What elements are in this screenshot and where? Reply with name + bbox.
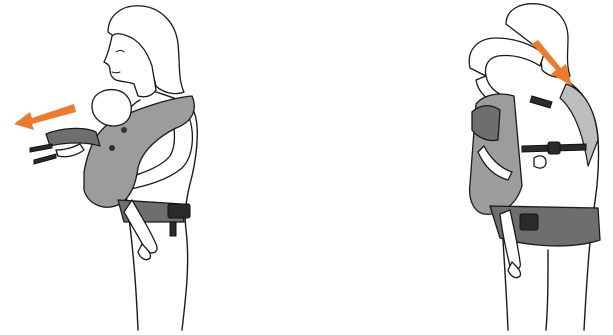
buckle-right (520, 214, 538, 230)
strap-end-right (530, 96, 552, 108)
carrier-hood-right (472, 106, 500, 141)
chest-buckle-right (548, 142, 560, 154)
carrier-shoulder-strap-right (560, 84, 598, 166)
strap-end-2-left (34, 154, 56, 164)
snap-2-left (121, 127, 127, 133)
buckle-left (168, 204, 190, 218)
direction-arrow-left (14, 104, 76, 130)
panel-right (469, 4, 600, 330)
snap-1-left (109, 145, 115, 151)
baby-head-left (92, 90, 131, 126)
carrier-hood-left (46, 128, 100, 146)
adult-leg-right (546, 250, 548, 330)
strap-end-1-left (30, 144, 52, 152)
strap-end-3-left (170, 222, 176, 236)
baby-arm-left (56, 144, 84, 157)
baby-hand-right (534, 156, 546, 168)
panel-left (14, 6, 197, 330)
